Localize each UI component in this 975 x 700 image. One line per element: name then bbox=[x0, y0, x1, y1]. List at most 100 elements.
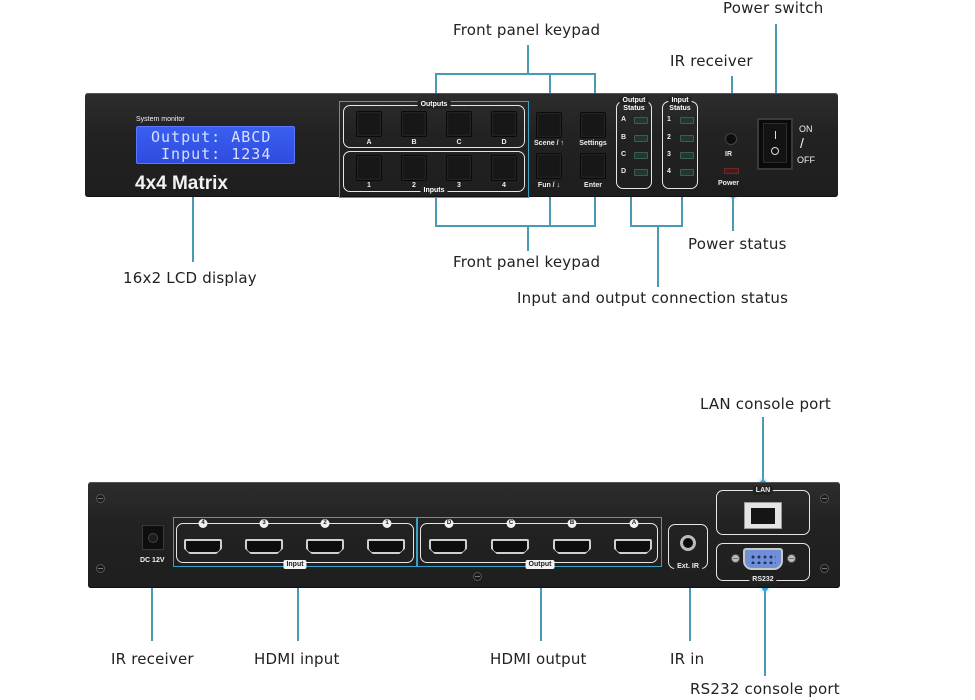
input-led-3-label: 3 bbox=[667, 151, 671, 158]
input-port-4-badge: 4 bbox=[198, 519, 208, 528]
power-switch[interactable] bbox=[757, 118, 793, 170]
input-key-4[interactable] bbox=[491, 155, 517, 181]
dc-label: DC 12V bbox=[140, 557, 165, 564]
hdmi-output-port-c[interactable] bbox=[491, 539, 529, 554]
callout-front-keypad-bottom: Front panel keypad bbox=[453, 253, 601, 271]
ext-ir-jack[interactable] bbox=[680, 535, 696, 551]
ir-receiver-front-icon bbox=[725, 133, 737, 145]
output-led-d-label: D bbox=[621, 168, 627, 175]
enter-label: Enter bbox=[584, 182, 602, 189]
hdmi-output-port-b[interactable] bbox=[553, 539, 591, 554]
output-key-a[interactable] bbox=[356, 111, 382, 137]
scene-up-label: Scene / ↑ bbox=[534, 140, 564, 147]
callout-power-status: Power status bbox=[688, 235, 787, 253]
output-led-c bbox=[634, 152, 648, 159]
outputs-group-title: Outputs bbox=[417, 101, 451, 109]
output-port-d-badge: D bbox=[444, 519, 454, 528]
output-status-title-1: Output bbox=[619, 97, 649, 105]
output-port-a-badge: A bbox=[629, 519, 639, 528]
lcd-line-2: Input: 1234 bbox=[151, 145, 272, 163]
hdmi-input-port-2[interactable] bbox=[306, 539, 344, 554]
rs232-port[interactable] bbox=[743, 548, 783, 570]
input-status-title-2: Status bbox=[669, 105, 691, 112]
hdmi-input-connector bbox=[297, 568, 299, 641]
input-key-2[interactable] bbox=[401, 155, 427, 181]
lcd-connector bbox=[192, 196, 194, 262]
callout-power-switch: Power switch bbox=[723, 0, 824, 17]
output-key-c-label: C bbox=[456, 139, 462, 146]
input-led-1-label: 1 bbox=[667, 116, 671, 123]
input-led-2-label: 2 bbox=[667, 134, 671, 141]
dc-jack-hole-icon bbox=[148, 533, 158, 543]
switch-on-label: ON bbox=[799, 124, 813, 134]
power-switch-connector bbox=[775, 24, 777, 119]
rs232-label: RS232 bbox=[749, 575, 777, 584]
callout-hdmi-output: HDMI output bbox=[490, 650, 587, 668]
enter-key[interactable] bbox=[580, 153, 606, 179]
ir-label: IR bbox=[725, 151, 732, 158]
input-led-4 bbox=[680, 169, 694, 176]
callout-ir-receiver-front: IR receiver bbox=[670, 52, 753, 70]
output-key-d[interactable] bbox=[491, 111, 517, 137]
screw-icon bbox=[473, 572, 482, 581]
input-key-1-label: 1 bbox=[367, 182, 371, 189]
output-led-a-label: A bbox=[621, 116, 627, 123]
switch-off-label: OFF bbox=[797, 155, 815, 165]
lcd-caption: System monitor bbox=[136, 116, 185, 123]
switch-on-mark-icon bbox=[775, 131, 776, 139]
switch-off-mark-icon bbox=[771, 147, 779, 155]
rear-panel bbox=[88, 482, 840, 588]
rs232-screw-right-icon bbox=[787, 554, 796, 563]
input-led-3 bbox=[680, 152, 694, 159]
settings-key[interactable] bbox=[580, 112, 606, 138]
screw-icon bbox=[820, 494, 829, 503]
output-led-b bbox=[634, 135, 648, 142]
lcd-line-1: Output: ABCD bbox=[151, 128, 272, 146]
power-status-connector bbox=[732, 195, 734, 231]
rs232-connector bbox=[764, 588, 766, 676]
dc-power-jack[interactable] bbox=[142, 525, 164, 550]
callout-front-keypad-top: Front panel keypad bbox=[453, 21, 601, 39]
output-status-title-2: Status bbox=[623, 105, 645, 112]
rs232-dot bbox=[762, 585, 768, 591]
hdmi-output-tag: Output bbox=[525, 560, 555, 569]
output-led-b-label: B bbox=[621, 134, 627, 141]
lan-port[interactable] bbox=[744, 502, 782, 529]
inputs-group-title: Inputs bbox=[420, 187, 448, 195]
output-led-a bbox=[634, 117, 648, 124]
callout-ir-receiver-rear: IR receiver bbox=[111, 650, 194, 668]
rs232-screw-left-icon bbox=[731, 554, 740, 563]
switch-divider: / bbox=[800, 135, 804, 151]
scene-up-key[interactable] bbox=[536, 112, 562, 138]
power-led bbox=[724, 168, 739, 174]
hdmi-input-port-1[interactable] bbox=[367, 539, 405, 554]
hdmi-output-port-d[interactable] bbox=[429, 539, 467, 554]
hdmi-input-port-4[interactable] bbox=[184, 539, 222, 554]
input-key-2-label: 2 bbox=[412, 182, 416, 189]
input-led-4-label: 4 bbox=[667, 168, 671, 175]
input-key-1[interactable] bbox=[356, 155, 382, 181]
hdmi-input-port-3[interactable] bbox=[245, 539, 283, 554]
output-port-b-badge: B bbox=[567, 519, 577, 528]
input-key-3-label: 3 bbox=[457, 182, 461, 189]
output-key-d-label: D bbox=[501, 139, 507, 146]
lan-connector bbox=[762, 417, 764, 483]
screw-icon bbox=[96, 564, 105, 573]
input-key-3[interactable] bbox=[446, 155, 472, 181]
lan-label: LAN bbox=[752, 486, 774, 495]
fun-down-key[interactable] bbox=[536, 153, 562, 179]
output-key-c[interactable] bbox=[446, 111, 472, 137]
output-led-c-label: C bbox=[621, 151, 627, 158]
output-port-c-badge: C bbox=[506, 519, 516, 528]
screw-icon bbox=[96, 494, 105, 503]
output-key-b[interactable] bbox=[401, 111, 427, 137]
power-label: Power bbox=[718, 180, 740, 187]
input-led-2 bbox=[680, 135, 694, 142]
callout-hdmi-input: HDMI input bbox=[254, 650, 340, 668]
fun-down-label: Fun / ↓ bbox=[537, 182, 561, 189]
callout-io-status: Input and output connection status bbox=[517, 289, 789, 307]
hdmi-output-port-a[interactable] bbox=[614, 539, 652, 554]
settings-label: Settings bbox=[579, 140, 607, 147]
input-status-title-1: Input bbox=[668, 97, 692, 105]
callout-ir-in: IR in bbox=[670, 650, 705, 668]
